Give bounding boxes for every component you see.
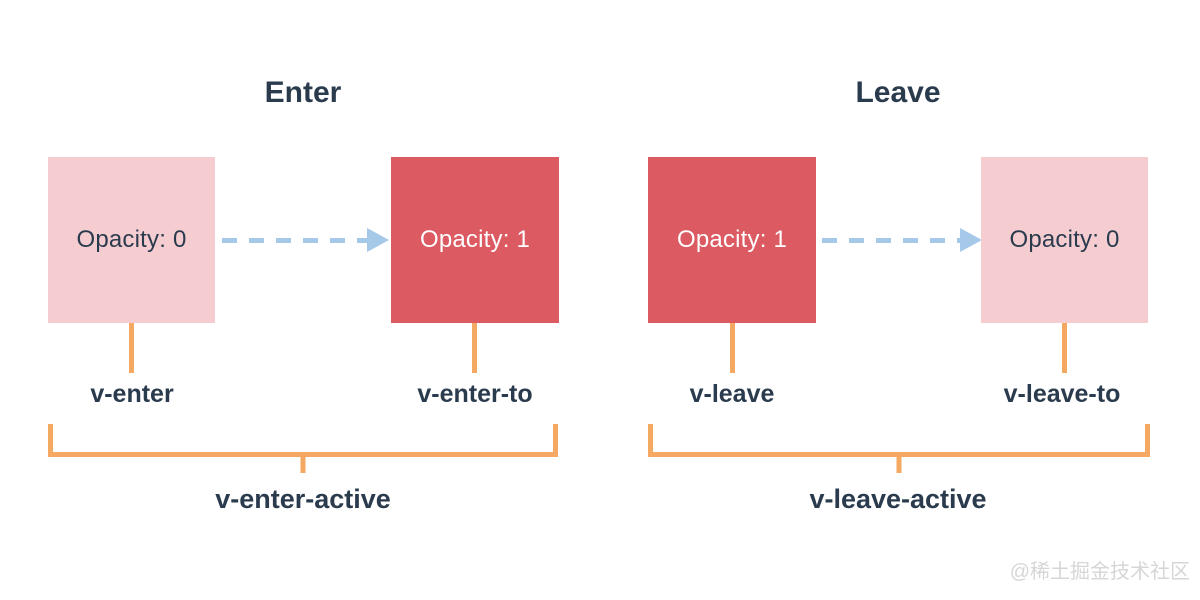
arrow-right-icon — [960, 228, 982, 252]
dashed-line — [822, 238, 962, 243]
leave-active-class-label: v-leave-active — [809, 484, 987, 514]
leave-to-connector-line — [1062, 323, 1067, 373]
watermark: @稀土掘金技术社区 — [1009, 561, 1190, 583]
enter-transition-arrow — [222, 228, 389, 252]
enter-from-box-label: Opacity: 0 — [76, 226, 187, 253]
leave-to-box: Opacity: 0 — [981, 157, 1148, 323]
leave-to-box-label: Opacity: 0 — [1009, 226, 1120, 253]
enter-to-connector-line — [472, 323, 477, 373]
leave-transition-arrow — [822, 228, 982, 252]
leave-from-box: Opacity: 1 — [648, 157, 816, 323]
leave-section-title: Leave — [855, 76, 941, 109]
bracket-stem — [896, 452, 902, 473]
enter-class-label: v-enter — [90, 380, 174, 408]
bracket-stem — [300, 452, 306, 473]
leave-from-box-label: Opacity: 1 — [676, 226, 788, 253]
enter-to-class-label: v-enter-to — [417, 380, 533, 408]
leave-from-connector-line — [730, 323, 735, 373]
leave-class-label: v-leave — [689, 380, 775, 408]
enter-to-box: Opacity: 1 — [391, 157, 559, 323]
enter-to-box-label: Opacity: 1 — [419, 226, 531, 253]
enter-active-class-label: v-enter-active — [215, 484, 391, 514]
enter-from-box: Opacity: 0 — [48, 157, 215, 323]
arrow-right-icon — [367, 228, 389, 252]
enter-section-title: Enter — [264, 76, 342, 109]
leave-active-bracket — [648, 424, 1150, 473]
enter-from-connector-line — [129, 323, 134, 373]
leave-to-class-label: v-leave-to — [1003, 380, 1121, 408]
enter-active-bracket — [48, 424, 558, 473]
dashed-line — [222, 238, 369, 243]
